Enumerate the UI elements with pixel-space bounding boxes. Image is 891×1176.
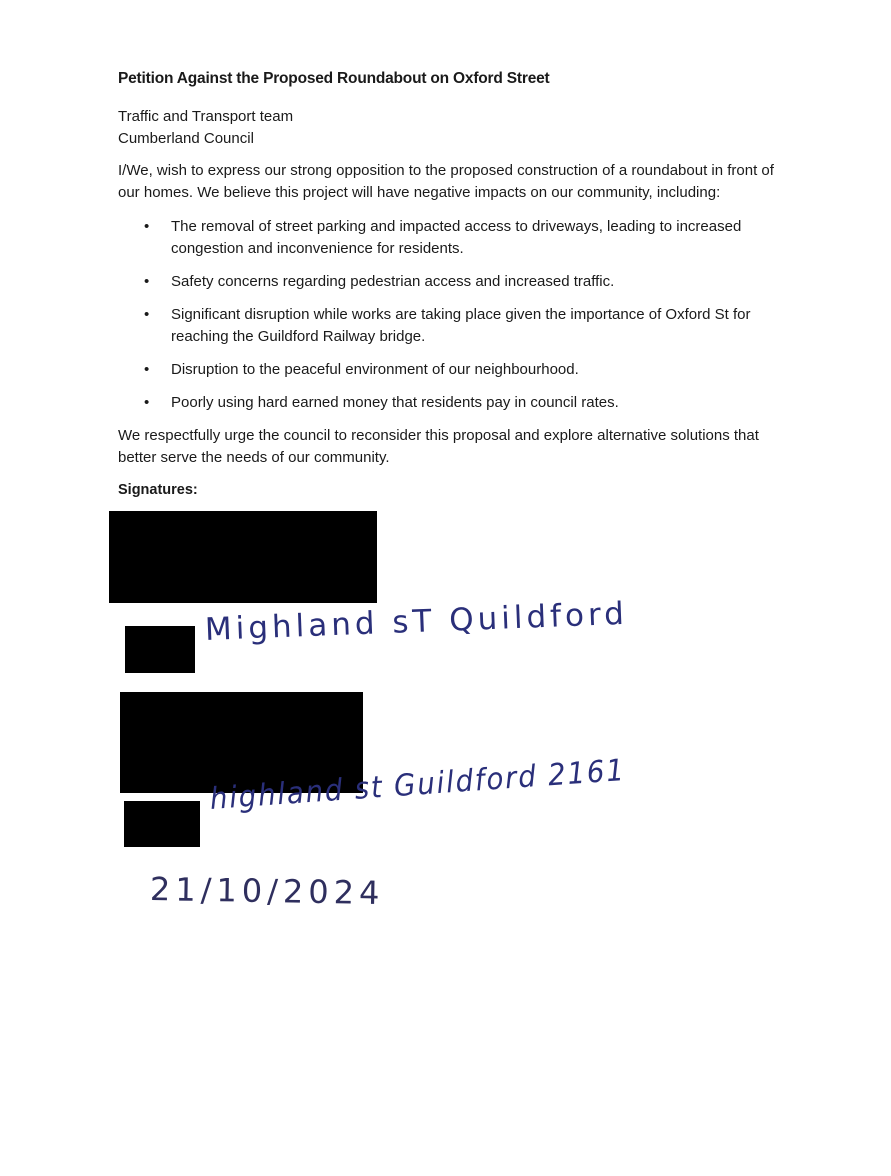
recipient-team: Traffic and Transport team (118, 108, 294, 125)
signatures-heading: Signatures: (118, 482, 198, 498)
concern-text: Disruption to the peaceful environment o… (171, 361, 579, 378)
concern-item: • The removal of street parking and impa… (118, 216, 798, 260)
redacted-signature-2 (120, 692, 363, 793)
bullet-icon: • (144, 361, 150, 378)
bullet-icon: • (144, 394, 150, 411)
concern-item: • Significant disruption while works are… (118, 304, 798, 348)
intro-paragraph: I/We, wish to express our strong opposit… (118, 162, 774, 201)
concern-text: The removal of street parking and impact… (171, 218, 742, 257)
bullet-icon: • (144, 306, 150, 323)
redacted-house-number-2 (124, 801, 200, 847)
redacted-signature-1 (109, 511, 377, 603)
concern-item: • Safety concerns regarding pedestrian a… (118, 271, 798, 293)
concern-text: Significant disruption while works are t… (171, 306, 751, 345)
handwritten-date: 21/10/2024 (149, 870, 385, 913)
bullet-icon: • (144, 218, 150, 235)
recipient-block: Traffic and Transport team Cumberland Co… (118, 106, 293, 150)
redacted-house-number-1 (125, 626, 195, 673)
closing-paragraph: We respectfully urge the council to reco… (118, 427, 759, 466)
petition-title: Petition Against the Proposed Roundabout… (118, 70, 550, 87)
bullet-icon: • (144, 273, 150, 290)
handwritten-address-1: Mighland sT Quildford (204, 595, 629, 648)
concern-item: • Disruption to the peaceful environment… (118, 359, 798, 381)
concern-text: Poorly using hard earned money that resi… (171, 394, 619, 411)
concern-item: • Poorly using hard earned money that re… (118, 392, 798, 414)
recipient-council: Cumberland Council (118, 130, 254, 147)
concern-text: Safety concerns regarding pedestrian acc… (171, 273, 615, 290)
concerns-list: • The removal of street parking and impa… (118, 216, 798, 425)
